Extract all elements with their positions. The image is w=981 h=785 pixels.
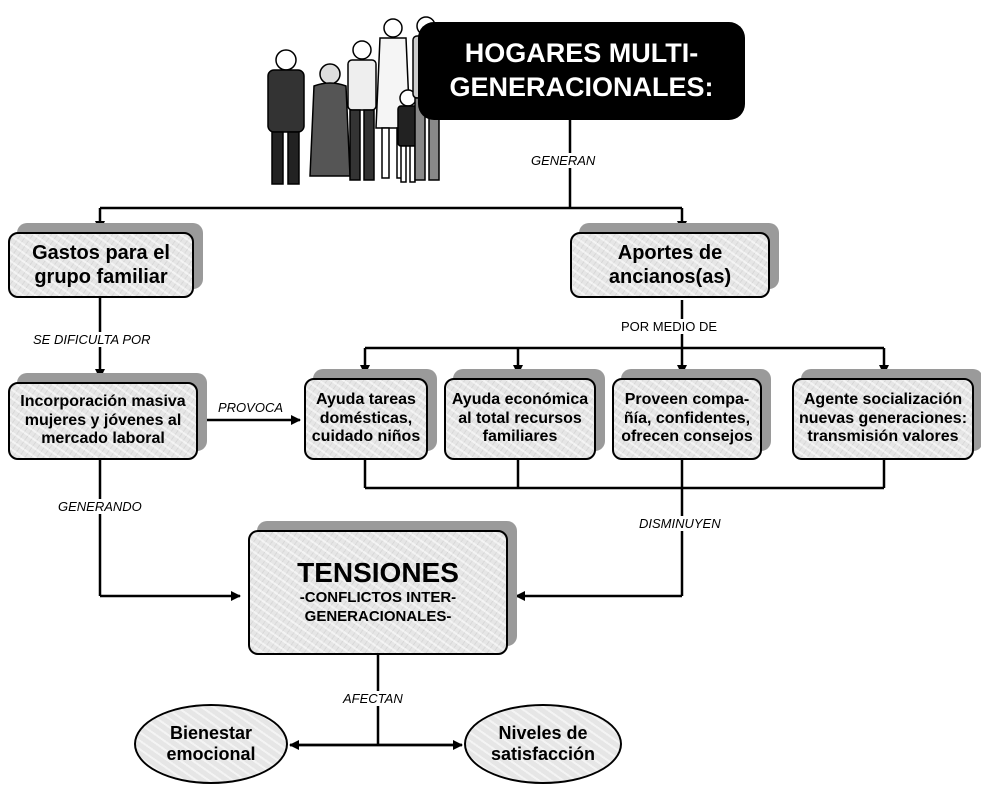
label-generan: GENERAN (528, 153, 599, 168)
item-1-line-1: Ayuda tareas (316, 390, 416, 408)
niveles-line-1: Niveles de (498, 722, 588, 743)
title-hogares-multigeneracionales: HOGARES MULTI- GENERACIONALES: (418, 22, 745, 120)
incorporacion-line-2: mujeres y jóvenes al (24, 411, 182, 429)
node-incorporacion-masiva: Incorporación masiva mujeres y jóvenes a… (8, 382, 198, 460)
label-por-medio-de: POR MEDIO DE (618, 319, 721, 334)
tensiones-title: TENSIONES (297, 557, 459, 589)
node-gastos-grupo-familiar: Gastos para el grupo familiar (8, 232, 194, 298)
node-aportes-ancianos: Aportes de ancianos(as) (570, 232, 770, 298)
item-1-line-2: domésticas, (319, 409, 413, 427)
node-bienestar-emocional: Bienestar emocional (134, 704, 288, 784)
bienestar-line-2: emocional (166, 744, 256, 764)
item-3-line-2: ñía, confidentes, (623, 409, 751, 427)
gastos-line-2: grupo familiar (34, 266, 168, 288)
incorporacion-line-1: Incorporación masiva (20, 392, 186, 410)
node-proveen-compania: Proveen compa- ñía, confidentes, ofrecen… (612, 378, 762, 460)
aportes-line-2: ancianos(as) (608, 266, 732, 288)
item-2-line-2: al total recursos (458, 409, 582, 427)
family-group-clipart-icon (267, 16, 442, 185)
label-se-dificulta-por: SE DIFICULTA POR (30, 332, 154, 347)
title-line-1: HOGARES MULTI- (464, 38, 699, 69)
label-disminuyen: DISMINUYEN (636, 516, 724, 531)
item-3-line-1: Proveen compa- (624, 390, 750, 408)
niveles-line-2: satisfacción (490, 744, 596, 764)
label-provoca: PROVOCA (215, 400, 287, 415)
item-2-line-3: familiares (482, 428, 558, 446)
item-4-line-1: Agente socialización (803, 390, 963, 408)
tensiones-line-2: GENERACIONALES- (304, 607, 452, 625)
node-agente-socializacion: Agente socialización nuevas generaciones… (792, 378, 974, 460)
item-2-line-1: Ayuda económica (451, 390, 589, 408)
tensiones-line-1: -CONFLICTOS INTER- (299, 589, 457, 607)
item-1-line-3: cuidado niños (311, 428, 421, 446)
label-generando: GENERANDO (55, 499, 145, 514)
node-ayuda-tareas: Ayuda tareas domésticas, cuidado niños (304, 378, 428, 460)
label-afectan: AFECTAN (340, 691, 406, 706)
node-tensiones: TENSIONES -CONFLICTOS INTER- GENERACIONA… (248, 530, 508, 655)
bienestar-line-1: Bienestar (169, 722, 253, 743)
node-niveles-satisfaccion: Niveles de satisfacción (464, 704, 622, 784)
item-3-line-3: ofrecen consejos (621, 428, 753, 446)
item-4-line-2: nuevas generaciones: (798, 409, 968, 427)
incorporacion-line-3: mercado laboral (41, 430, 165, 448)
node-ayuda-economica: Ayuda económica al total recursos famili… (444, 378, 596, 460)
title-line-2: GENERACIONALES: (449, 72, 714, 102)
aportes-line-1: Aportes de (617, 242, 723, 264)
item-4-line-3: transmisión valores (807, 428, 959, 446)
gastos-line-1: Gastos para el (32, 242, 170, 264)
